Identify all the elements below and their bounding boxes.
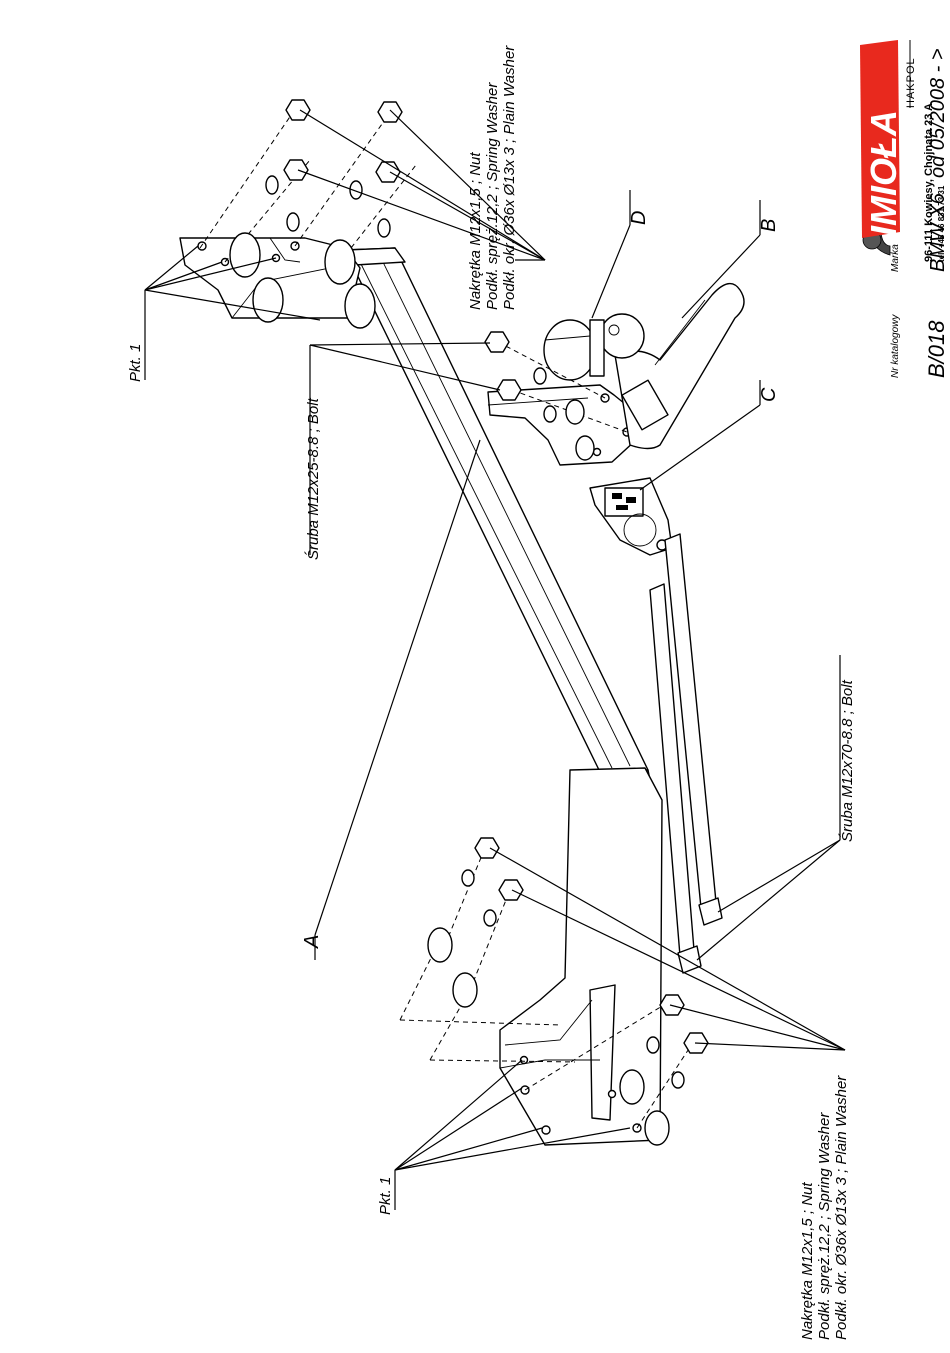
pkt-bottom-label: Pkt. 1 <box>377 1177 394 1215</box>
bolt-m12x70-callout: Śruba M12x70-8.8 ; Bolt <box>838 679 856 842</box>
top-spring-washer-label: Podkł. spręż.12,2 ; Spring Washer <box>484 82 501 310</box>
make-caption-group: Marka <box>890 244 901 272</box>
top-hardware-callout: Nakrętka M12x1,5 ; Nut Podkł. spręż.12,2… <box>467 45 518 310</box>
label-a-callout: A <box>301 935 323 949</box>
catalog-caption-group: Nr katalogowy <box>890 314 901 378</box>
label-d: D <box>628 211 650 225</box>
bottom-spring-washer-label: Podkł. spręż.12,2 ; Spring Washer <box>816 1112 833 1340</box>
crossbar-a <box>344 247 653 794</box>
label-b-callout: B <box>758 219 780 232</box>
bolt-m12x25-label: Śruba M12x25-8.8 ; Bolt <box>304 397 322 560</box>
company-address: 96-111 Kowiesy, Chojnata 23 A <box>923 103 935 262</box>
bolts-m12x70 <box>649 533 723 974</box>
label-a: A <box>301 935 323 949</box>
date-value-group: od 05/2008 - > <box>927 48 949 178</box>
logo-red-band <box>860 40 900 238</box>
logo-text: IMIOŁA <box>863 110 904 236</box>
catalog-number-group: B/018 <box>924 320 949 378</box>
bottom-nut-label: Nakrętka M12x1,5 ; Nut <box>799 1182 816 1340</box>
logo-sub-text: HAKPOL <box>905 57 917 108</box>
company-phone: tel. +48 46 831 73 31 <box>937 185 946 262</box>
label-b: B <box>758 219 780 232</box>
make-value: BMW X6 <box>927 192 949 272</box>
leader-lines <box>144 109 846 1210</box>
ball-cap-d <box>543 319 605 381</box>
bolt-m12x70-label: Śruba M12x70-8.8 ; Bolt <box>838 679 856 842</box>
date-value: od 05/2008 - > <box>927 48 949 178</box>
bottom-hardware-callout: Nakrętka M12x1,5 ; Nut Podkł. spręż.12,2… <box>799 1075 850 1340</box>
catalog-number: B/018 <box>924 320 949 378</box>
make-caption: Marka <box>890 244 901 272</box>
label-c: C <box>758 387 780 402</box>
company-phone-group: tel. +48 46 831 73 31 <box>937 185 946 262</box>
hardware-top <box>199 99 417 329</box>
catalog-caption: Nr katalogowy <box>890 314 901 378</box>
company-address-group: 96-111 Kowiesy, Chojnata 23 A <box>923 103 935 262</box>
bracket-bottom <box>499 767 663 1146</box>
label-c-callout: C <box>758 387 780 402</box>
pkt-bottom-callout: Pkt. 1 <box>377 1177 394 1215</box>
label-d-callout: D <box>628 211 650 225</box>
hitch-plate <box>487 384 637 466</box>
bolt-m12x25-callout: Śruba M12x25-8.8 ; Bolt <box>304 397 322 560</box>
ball-arm-b <box>599 282 745 450</box>
pkt-top-label: Pkt. 1 <box>127 344 144 382</box>
hardware-bottom-left <box>399 837 576 1063</box>
pkt-top-callout: Pkt. 1 <box>127 344 144 382</box>
make-value-group: BMW X6 <box>927 192 949 272</box>
top-plain-washer-label: Podkł. okr. Ø36x Ø13x 3 ; Plain Washer <box>501 45 518 310</box>
company-logo: IMIOŁA HAKPOL <box>860 40 917 256</box>
hardware-middle <box>484 331 628 461</box>
socket-plate-c <box>589 477 673 556</box>
bottom-plain-washer-label: Podkł. okr. Ø36x Ø13x 3 ; Plain Washer <box>833 1075 850 1340</box>
top-nut-label: Nakrętka M12x1,5 ; Nut <box>467 152 484 310</box>
